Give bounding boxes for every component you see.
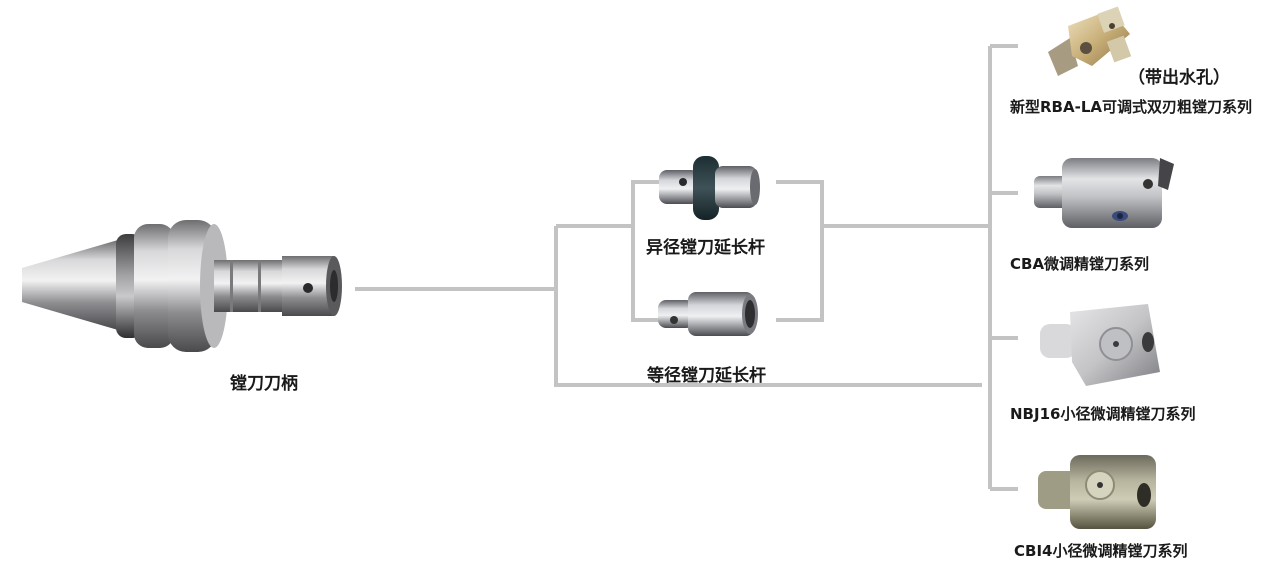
- reducing-extension-label: 异径镗刀延长杆: [646, 238, 765, 258]
- straight-extension-label: 等径镗刀延长杆: [647, 366, 766, 386]
- straight-extension-image: [658, 292, 758, 336]
- rba-boring-head-image: [1048, 6, 1132, 76]
- rba-label: 新型RBA-LA可调式双刃粗镗刀系列: [1010, 98, 1252, 116]
- nbj16-boring-head-image: [1040, 304, 1160, 386]
- cba-label: CBA微调精镗刀系列: [1010, 255, 1150, 273]
- holder-label: 镗刀刀柄: [230, 374, 298, 394]
- nbj16-label: NBJ16小径微调精镗刀系列: [1010, 405, 1196, 423]
- rba-water-hole-note: （带出水孔）: [1128, 68, 1230, 88]
- connector-left-bracket: [554, 226, 982, 387]
- cbi4-boring-head-image: [1038, 455, 1156, 529]
- boring-holder-image: [22, 220, 342, 352]
- connector-ext-inner-right: [776, 180, 824, 322]
- reducing-extension-image: [659, 156, 760, 220]
- connector-ext-inner-left: [631, 180, 672, 322]
- cbi4-label: CBI4小径微调精镗刀系列: [1014, 542, 1188, 560]
- cba-boring-head-image: [1034, 158, 1174, 228]
